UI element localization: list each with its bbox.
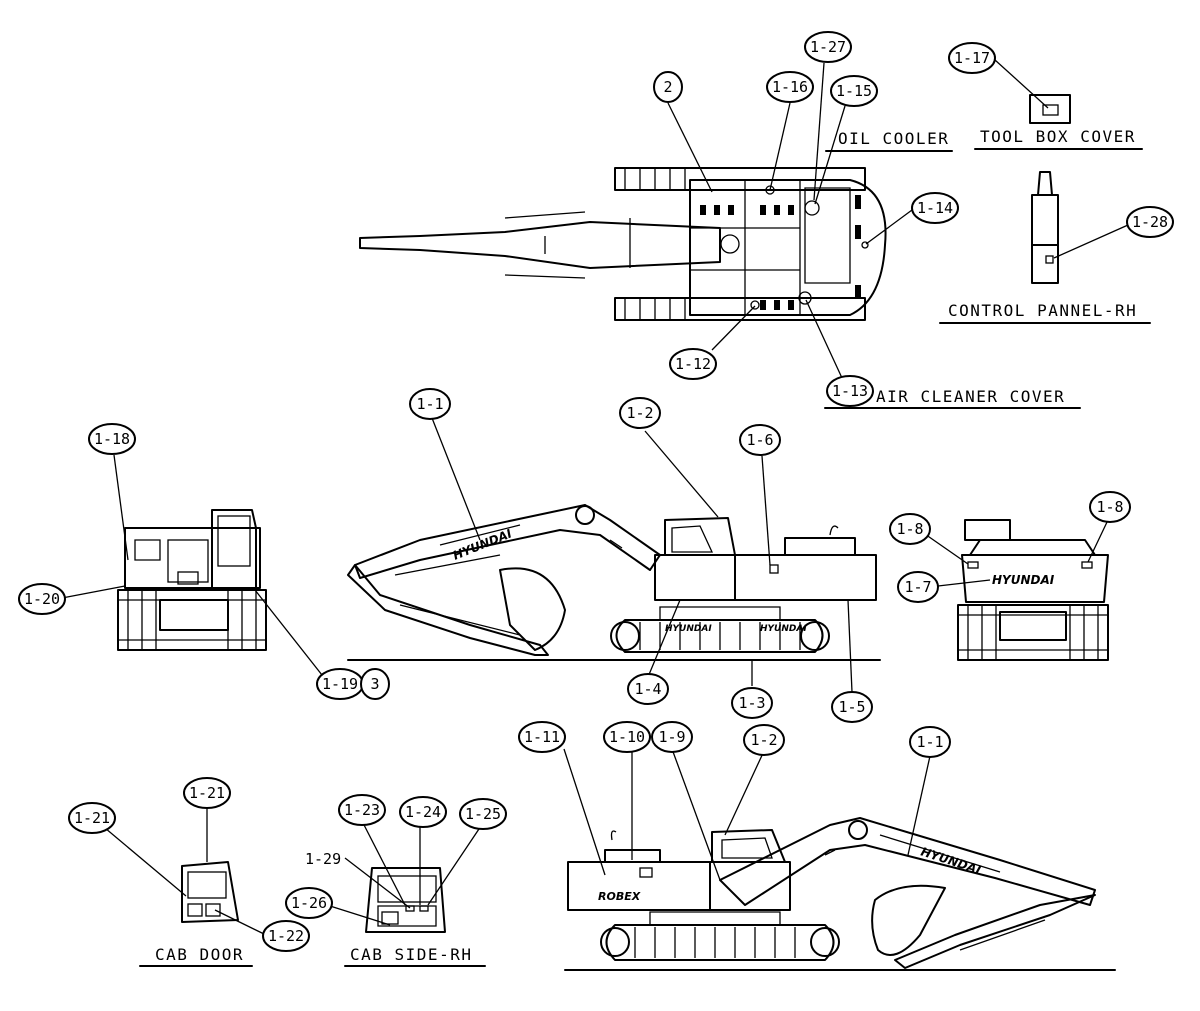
svg-text:1-11: 1-11	[524, 728, 560, 746]
track-frame-decal: HYUNDAI	[665, 624, 712, 634]
callout-1-21-top: 1-21	[183, 777, 231, 809]
callout-1-16: 1-16	[766, 71, 814, 103]
callout-1-15: 1-15	[830, 75, 878, 107]
callout-1-1-bottom: 1-1	[909, 726, 951, 758]
callout-1-12: 1-12	[669, 348, 717, 380]
callout-1-3: 1-3	[731, 687, 773, 719]
counterweight-decal: HYUNDAI	[992, 573, 1055, 587]
svg-text:1-24: 1-24	[405, 803, 441, 821]
svg-text:1-15: 1-15	[836, 82, 872, 100]
excavator-side-view-bottom: ROBEX HYUNDAI	[564, 817, 1116, 971]
svg-text:1-12: 1-12	[675, 355, 711, 373]
callout-1-9: 1-9	[651, 721, 693, 753]
svg-text:2: 2	[663, 78, 672, 96]
callout-1-5: 1-5	[831, 691, 873, 723]
callout-1-28: 1-28	[1126, 206, 1174, 238]
callout-1-8-left: 1-8	[889, 513, 931, 545]
cab-side-rh-label: CAB SIDE-RH	[350, 945, 472, 964]
callout-1-22: 1-22	[262, 920, 310, 952]
svg-text:1-1: 1-1	[916, 733, 943, 751]
svg-text:1-6: 1-6	[746, 431, 773, 449]
callout-1-25: 1-25	[459, 798, 507, 830]
excavator-rear-view-left	[117, 509, 267, 651]
cab-side-rh-detail	[365, 867, 446, 933]
svg-text:1-1: 1-1	[416, 395, 443, 413]
svg-text:1-7: 1-7	[904, 578, 931, 596]
callout-1-10: 1-10	[603, 721, 651, 753]
cab-door-detail	[181, 861, 239, 923]
svg-text:1-13: 1-13	[832, 382, 868, 400]
tool-box-cover-label: TOOL BOX COVER	[980, 127, 1136, 146]
oil-cooler-label: OIL COOLER	[838, 129, 949, 148]
leader-lines	[61, 59, 1129, 935]
component-labels: OIL COOLER TOOL BOX COVER CONTROL PANNEL…	[139, 127, 1151, 967]
excavator-rear-view-right: HYUNDAI	[957, 519, 1109, 661]
callout-1-27: 1-27	[804, 31, 852, 63]
callout-1-1-top: 1-1	[409, 388, 451, 420]
callout-1-23: 1-23	[338, 794, 386, 826]
callout-1-29-plain: 1-29	[305, 850, 341, 868]
svg-text:1-26: 1-26	[291, 894, 327, 912]
svg-text:1-22: 1-22	[268, 927, 304, 945]
svg-text:1-8: 1-8	[896, 520, 923, 538]
callout-1-11: 1-11	[518, 721, 566, 753]
svg-text:1-21: 1-21	[189, 784, 225, 802]
callout-1-26: 1-26	[285, 887, 333, 919]
control-pannel-rh-label: CONTROL PANNEL-RH	[948, 301, 1137, 320]
excavator-top-view	[359, 167, 887, 321]
air-cleaner-cover-label: AIR CLEANER COVER	[876, 387, 1065, 406]
svg-text:1-3: 1-3	[738, 694, 765, 712]
boom-decal-bottom: HYUNDAI	[919, 845, 983, 878]
excavator-side-view-center: HYUNDAI HYUNDAI HYUNDAI	[347, 504, 881, 661]
engine-cover-decal: ROBEX	[598, 890, 641, 903]
svg-text:3: 3	[370, 675, 379, 693]
callout-2: 2	[653, 71, 683, 103]
callout-1-19: 1-19	[316, 668, 364, 700]
svg-text:1-4: 1-4	[634, 680, 661, 698]
tool-box-cover-detail	[1029, 94, 1071, 124]
callout-1-20: 1-20	[18, 583, 66, 615]
callout-3: 3	[360, 668, 390, 700]
svg-text:1-5: 1-5	[838, 698, 865, 716]
callout-1-18: 1-18	[88, 423, 136, 455]
svg-text:1-2: 1-2	[750, 731, 777, 749]
svg-text:1-2: 1-2	[626, 404, 653, 422]
svg-text:1-25: 1-25	[465, 805, 501, 823]
svg-text:1-14: 1-14	[917, 199, 953, 217]
svg-text:1-20: 1-20	[24, 590, 60, 608]
svg-text:1-23: 1-23	[344, 801, 380, 819]
svg-text:1-19: 1-19	[322, 675, 358, 693]
svg-text:1-17: 1-17	[954, 49, 990, 67]
cab-door-label: CAB DOOR	[155, 945, 244, 964]
svg-text:1-27: 1-27	[810, 38, 846, 56]
callout-1-17: 1-17	[948, 42, 996, 74]
callout-1-14: 1-14	[911, 192, 959, 224]
callout-1-4: 1-4	[627, 673, 669, 705]
callout-1-2-top: 1-2	[619, 397, 661, 429]
svg-text:1-16: 1-16	[772, 78, 808, 96]
callouts: 2 1-16 1-27 1-15 1-17 1-14 1-28 1-12 1-1…	[18, 31, 1174, 952]
callout-1-8-right: 1-8	[1089, 491, 1131, 523]
track-frame-decal-2: HYUNDAI	[760, 624, 807, 634]
callout-1-7: 1-7	[897, 571, 939, 603]
callout-1-21-left: 1-21	[68, 802, 116, 834]
callout-1-6: 1-6	[739, 424, 781, 456]
svg-text:1-9: 1-9	[658, 728, 685, 746]
svg-text:1-8: 1-8	[1096, 498, 1123, 516]
callout-1-13: 1-13	[826, 375, 874, 407]
svg-text:1-21: 1-21	[74, 809, 110, 827]
callout-1-2-bottom: 1-2	[743, 724, 785, 756]
svg-text:1-18: 1-18	[94, 430, 130, 448]
svg-text:1-28: 1-28	[1132, 213, 1168, 231]
svg-text:1-10: 1-10	[609, 728, 645, 746]
callout-1-24: 1-24	[399, 796, 447, 828]
control-pannel-rh-detail	[1031, 171, 1059, 284]
